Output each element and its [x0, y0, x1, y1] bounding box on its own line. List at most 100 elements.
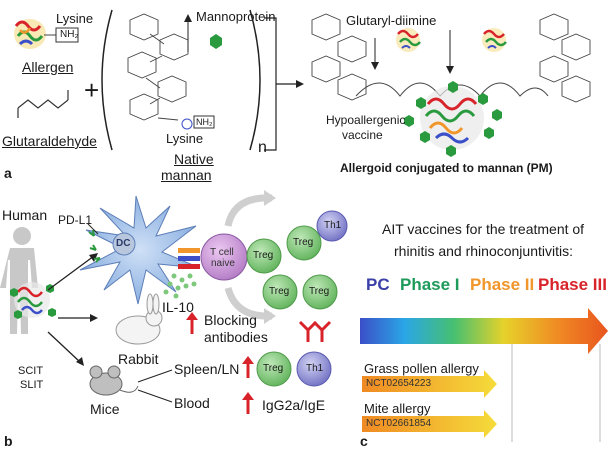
mannan-left-paren [101, 9, 113, 151]
pdl1-pointer [87, 223, 99, 235]
allergen-label: Allergen [22, 59, 74, 75]
treg-cell-icon-3 [262, 274, 298, 310]
tcell-line2: naive [211, 258, 235, 269]
increase-arrow-icon-3 [242, 392, 254, 414]
trial2-id: NCT02661854 [366, 418, 432, 429]
human-label: Human [2, 207, 48, 223]
right-mannan-structure-icon [539, 13, 591, 103]
reaction-arrowhead [296, 80, 304, 88]
native-mannan-label: Native [174, 152, 214, 166]
native-mannan-line2: mannan [161, 167, 212, 183]
pdl1-label: PD-L1 [58, 213, 93, 227]
mice-to-blood-line [137, 389, 173, 403]
treg-cell-icon-5 [256, 351, 292, 387]
il10-label: IL-10 [162, 299, 194, 315]
arrow-to-rabbit-head [90, 314, 98, 322]
left-mannan-structure-icon [311, 13, 367, 101]
th1-cell-icon-2 [296, 351, 332, 387]
arrow-to-mice [47, 331, 81, 363]
treg-cell-icon-1 [246, 238, 282, 274]
nh2-label-2: NH₂ [196, 117, 213, 127]
hypoallergenic-vaccine-cluster-icon [404, 81, 502, 157]
scit-label: SCIT [18, 365, 44, 377]
th1-label-1: Th1 [324, 220, 342, 231]
blocking-line2: antibodies [204, 329, 268, 345]
trial2-name: Mite allergy [364, 401, 431, 416]
mice-label: Mice [90, 401, 120, 417]
rabbit-label: Rabbit [118, 351, 159, 367]
hypoallergenic-line2: vaccine [342, 128, 383, 142]
treg-label-5: Treg [263, 363, 284, 374]
lysine-label-2: Lysine [166, 131, 204, 146]
tcell-line1: T cell [210, 247, 234, 258]
arrow-to-dc [47, 255, 95, 291]
vaccine-pointer-head [446, 66, 454, 74]
phase-pc-label: PC [366, 275, 390, 294]
trial1-name: Grass pollen allergy [364, 361, 479, 376]
treg-label-3: Treg [269, 286, 290, 297]
phase-2-label: Phase II [470, 275, 535, 294]
increase-arrow-icon-1 [186, 312, 198, 334]
native-mannan-structure-icon [127, 13, 189, 121]
igg-label: IgG2a/IgE [262, 397, 326, 413]
trial1-id: NCT02654223 [366, 378, 432, 389]
lysine-label-1: Lysine [56, 11, 94, 26]
blood-label: Blood [174, 395, 210, 411]
treg-label-4: Treg [309, 286, 330, 297]
phase-progress-arrow [360, 308, 608, 354]
pm-caption: Allergoid conjugated to mannan (PM) [340, 161, 553, 175]
arrow-to-dc-head [89, 253, 98, 262]
increase-arrow-icon-2 [242, 356, 254, 378]
small-allergen-icon-1 [396, 28, 421, 52]
mouse-icon [89, 365, 139, 396]
glutaryl-pointer-head [371, 62, 379, 70]
panel-b-letter: b [4, 433, 13, 449]
mice-to-spleen-line [137, 369, 173, 383]
mannan-right-paren [249, 9, 261, 151]
reaction-bracket [264, 17, 277, 151]
native-mannan-line1: Native [174, 151, 214, 167]
phase-3-label: Phase III [538, 275, 607, 294]
treg-label-1: Treg [253, 250, 274, 261]
curved-arrow-down-head [264, 308, 276, 324]
slit-label: SLIT [20, 379, 44, 391]
glutaraldehyde-label: Glutaraldehyde [2, 133, 97, 149]
dendritic-cell-icon [79, 195, 201, 305]
small-allergen-icon-2 [482, 28, 507, 52]
diimine-linker-chain [355, 82, 549, 97]
treg-cell-icon-2 [286, 225, 322, 261]
pdl1-receptor-icons [88, 229, 101, 263]
vaccine-cluster-icon-b [10, 282, 56, 319]
th1-label-2: Th1 [306, 363, 324, 374]
antibody-icon [298, 320, 332, 342]
il10-secretion-dots [163, 273, 197, 299]
nh2-label-1: NH₂ [60, 29, 79, 40]
mannoprotein-hexagon-icon [210, 34, 222, 49]
hypoallergenic-line1: Hypoallergenic [326, 113, 406, 127]
arrow-to-mice-head [76, 357, 84, 366]
mannoprotein-arrowhead [184, 14, 192, 22]
lysine-circle-icon [181, 118, 193, 130]
tcr-mhc-interaction-icon [178, 248, 200, 269]
panel-c-title-line2: rhinitis and rhinoconjuntivitis: [394, 243, 573, 259]
plus-sign: + [84, 75, 100, 105]
rabbit-icon [115, 293, 163, 345]
glutaraldehyde-structure-icon [17, 90, 69, 118]
curved-arrow-up-head [264, 190, 276, 206]
panel-c-letter: c [360, 433, 368, 449]
panel-c-title-line1: AIT vaccines for the treatment of [382, 221, 585, 237]
nh2-box-2 [193, 115, 215, 129]
trial-bar-mite [362, 410, 497, 438]
mannoprotein-label: Mannoprotein [196, 9, 276, 24]
dc-label: DC [116, 238, 131, 249]
allergen-protein-icon [14, 19, 46, 49]
phase-1-label: Phase I [400, 275, 460, 294]
nh2-box-1 [55, 27, 79, 43]
th1-cell-icon-1 [316, 210, 348, 242]
treg-cell-icon-4 [302, 274, 338, 310]
n-subscript: n [258, 139, 267, 156]
glutaryl-diimine-label: Glutaryl-diimine [346, 13, 437, 28]
treg-label-2: Treg [293, 237, 314, 248]
blocking-line1: Blocking [204, 312, 257, 328]
